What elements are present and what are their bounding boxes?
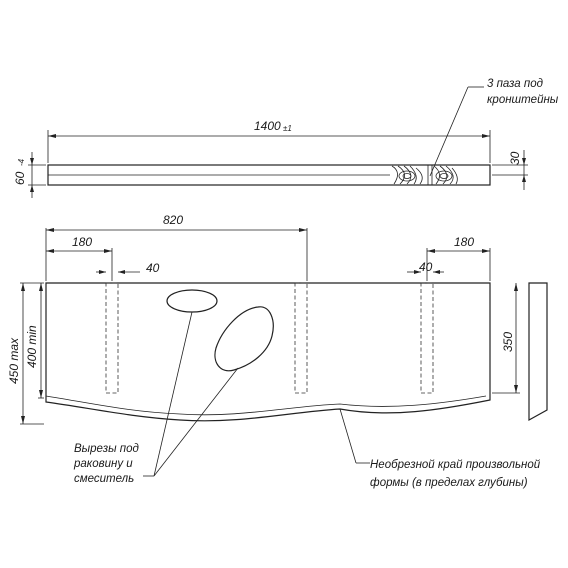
cutouts-leader-2 <box>153 367 239 477</box>
plan-board-inner-edge <box>45 395 487 416</box>
cutouts-note-line1: Вырезы под <box>74 443 139 455</box>
edge-note-line2: формы (в пределах глубины) <box>370 477 528 489</box>
edge-leader-line <box>339 408 357 464</box>
dim-180-right-label: 180 <box>454 235 474 249</box>
cutouts-leader-1 <box>153 311 193 477</box>
mixer-cutout <box>214 306 274 372</box>
plan-view: 820 180 40 40 180 450 max <box>7 213 548 425</box>
dim-450-max-label: 450 max <box>7 337 21 384</box>
cutouts-note-line2: раковину и <box>73 458 133 470</box>
dim-40-left-label: 40 <box>146 261 160 275</box>
edge-note-line1: Необрезной край произвольной <box>370 459 541 471</box>
thickness-60-label: 60 <box>13 171 27 185</box>
groove-note-line2: кронштейны <box>487 94 559 106</box>
groove-note-line1: 3 паза под <box>487 78 543 90</box>
groove-30-label: 30 <box>508 151 522 165</box>
dim-400-min-label: 400 min <box>25 325 39 368</box>
dim-40-right-label: 40 <box>419 260 433 274</box>
length-1400-label: 1400 <box>254 119 281 133</box>
bracket-slots <box>105 282 434 394</box>
side-view: 1400 ±1 60 -4 30 3 паза под кронштейны <box>13 78 559 198</box>
end-profile <box>528 282 548 422</box>
dim-180-left-label: 180 <box>72 235 92 249</box>
bracket-groove-hatch <box>391 165 458 185</box>
notes: Вырезы под раковину и смеситель Необрезн… <box>73 311 541 489</box>
thickness-tolerance-label: -4 <box>17 158 26 166</box>
length-tolerance-label: ±1 <box>283 124 292 133</box>
dim-350-label: 350 <box>501 332 515 352</box>
plan-board-outline <box>45 282 491 422</box>
cutouts-note-line3: смеситель <box>74 473 134 485</box>
sink-cutout <box>166 289 218 313</box>
dim-820-label: 820 <box>163 213 183 227</box>
